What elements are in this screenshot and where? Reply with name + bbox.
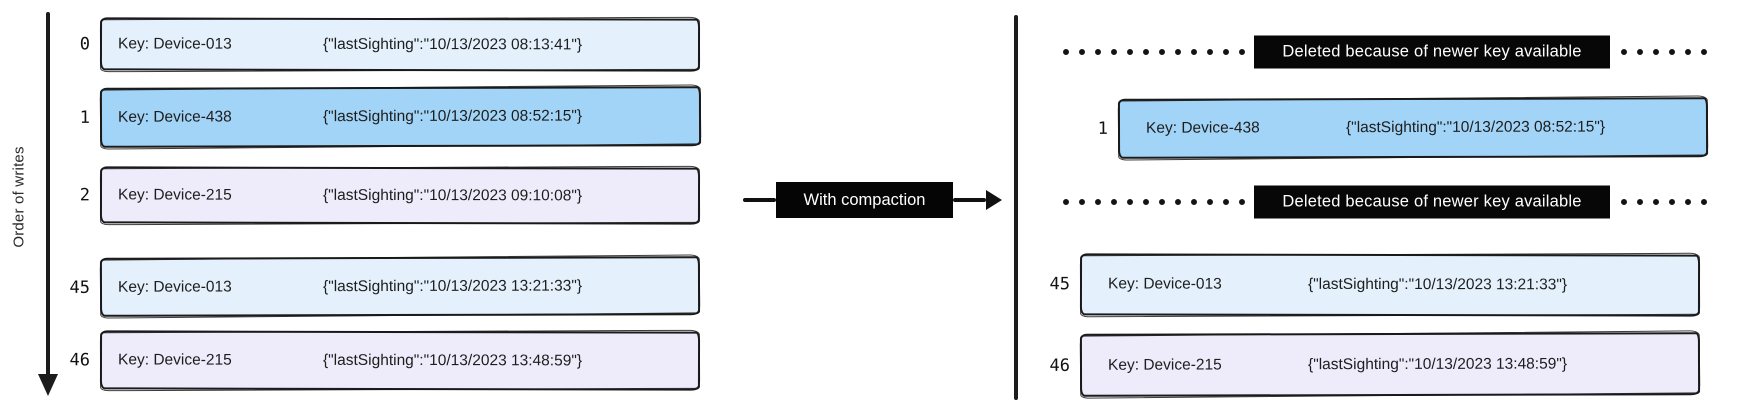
record-value: {"lastSighting":"10/13/2023 08:52:15"} xyxy=(322,107,583,126)
record-offset: 46 xyxy=(1049,355,1071,376)
log-record-row: 45 Key: Device-013 {"lastSighting":"10/1… xyxy=(69,256,701,317)
after-log-axis-line xyxy=(1014,15,1018,400)
record-value: {"lastSighting":"10/13/2023 13:21:33"} xyxy=(1307,275,1568,294)
with-compaction-arrow: With compaction xyxy=(743,182,1002,218)
record-offset: 0 xyxy=(79,33,91,54)
record-offset: 1 xyxy=(79,107,91,128)
arrowhead-icon xyxy=(986,190,1002,210)
deleted-banner: Deleted because of newer key available xyxy=(1254,35,1610,69)
order-axis-label: Order of writes xyxy=(10,146,28,248)
record-value: {"lastSighting":"10/13/2023 09:10:08"} xyxy=(322,186,583,204)
deleted-banner-row: Deleted because of newer key available xyxy=(1058,35,1708,69)
record-key: Key: Device-215 xyxy=(117,350,232,369)
arrow-line xyxy=(953,198,986,202)
record-key: Key: Device-013 xyxy=(117,277,232,296)
record-offset: 45 xyxy=(1049,274,1071,295)
record-value: {"lastSighting":"10/13/2023 13:48:59"} xyxy=(1307,355,1568,373)
record-offset: 45 xyxy=(69,277,91,298)
compaction-arrow-label: With compaction xyxy=(776,182,953,218)
deleted-banner-row: Deleted because of newer key available xyxy=(1058,185,1708,219)
log-record-row: 0 Key: Device-013 {"lastSighting":"10/13… xyxy=(80,17,701,72)
record-key: Key: Device-013 xyxy=(117,34,232,53)
record-value: {"lastSighting":"10/13/2023 08:52:15"} xyxy=(1345,118,1606,137)
log-record-row: 2 Key: Device-215 {"lastSighting":"10/13… xyxy=(80,166,701,225)
dotted-line xyxy=(1058,198,1248,206)
log-record-row: 46 Key: Device-215 {"lastSighting":"10/1… xyxy=(69,330,701,391)
record-value: {"lastSighting":"10/13/2023 08:13:41"} xyxy=(322,35,583,53)
arrow-line xyxy=(743,198,776,202)
log-record-row: 45 Key: Device-013 {"lastSighting":"10/1… xyxy=(1049,253,1701,317)
record-key: Key: Device-438 xyxy=(1145,119,1260,137)
record-key: Key: Device-215 xyxy=(117,185,232,204)
axis-arrowhead-icon xyxy=(37,374,58,396)
log-record-row: 1 Key: Device-438 {"lastSighting":"10/13… xyxy=(80,86,702,148)
record-offset: 1 xyxy=(1097,118,1109,139)
deleted-banner: Deleted because of newer key available xyxy=(1254,185,1610,219)
record-value: {"lastSighting":"10/13/2023 13:21:33"} xyxy=(322,277,583,295)
log-record-row: 46 Key: Device-215 {"lastSighting":"10/1… xyxy=(1049,332,1701,397)
dotted-line xyxy=(1616,48,1708,56)
record-key: Key: Device-438 xyxy=(117,108,232,126)
record-key: Key: Device-215 xyxy=(1107,355,1222,374)
order-axis-line xyxy=(46,12,50,376)
record-offset: 46 xyxy=(69,349,91,370)
record-value: {"lastSighting":"10/13/2023 13:48:59"} xyxy=(322,351,583,369)
log-record-row: 1 Key: Device-438 {"lastSighting":"10/13… xyxy=(1098,97,1709,159)
dotted-line xyxy=(1058,48,1248,56)
dotted-line xyxy=(1616,198,1708,206)
record-offset: 2 xyxy=(79,184,91,205)
record-key: Key: Device-013 xyxy=(1107,275,1222,293)
